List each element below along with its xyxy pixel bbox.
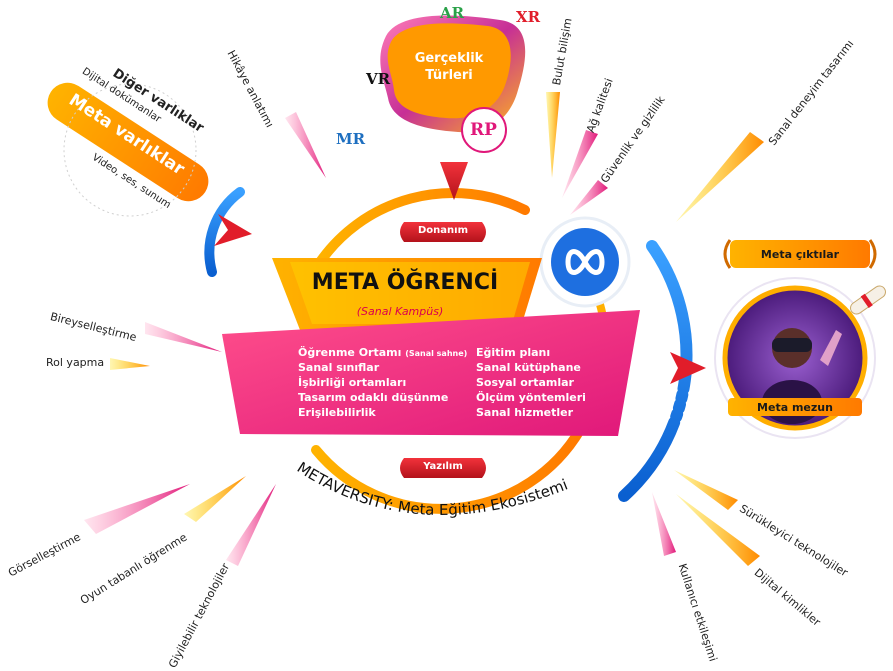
outputs-scroll-left bbox=[723, 239, 732, 269]
spoke-hikaye bbox=[285, 112, 326, 178]
reality-title-line2: Türleri bbox=[425, 68, 473, 83]
feature-item: Sanal hizmetler bbox=[476, 406, 574, 419]
tag-donanim-label: Donanım bbox=[417, 225, 468, 236]
assets-pill bbox=[47, 82, 209, 202]
reality-rp: RP bbox=[470, 120, 497, 140]
reality-title-line1: Gerçeklik bbox=[414, 51, 484, 66]
arrow-icon bbox=[440, 162, 468, 200]
spoke-giyilebilir bbox=[226, 484, 276, 566]
orange-ring-top bbox=[313, 188, 530, 270]
spokes bbox=[84, 92, 764, 566]
vr-headset bbox=[772, 338, 812, 352]
tag-yazilim bbox=[400, 458, 486, 478]
meta-infinity-icon bbox=[565, 249, 605, 275]
reality-mr: MR bbox=[336, 130, 366, 148]
center-title: META ÖĞRENCİ bbox=[311, 270, 499, 295]
spoke-bireysel bbox=[145, 322, 222, 352]
graduate-ribbon bbox=[728, 398, 862, 416]
tag-donanim bbox=[400, 222, 486, 242]
reality-blob bbox=[387, 23, 511, 119]
assets-halo bbox=[63, 83, 197, 217]
center-subtitle: (Sanal Kampüs) bbox=[356, 305, 444, 318]
spoke-guvenlik bbox=[570, 180, 608, 215]
feature-panel bbox=[222, 310, 640, 436]
diploma-icon bbox=[850, 285, 886, 315]
reality-xr: XR bbox=[516, 8, 541, 26]
feature-item: İşbirliği ortamları bbox=[298, 376, 407, 389]
reality-title: Gerçeklik Türleri bbox=[404, 50, 494, 84]
feature-item: Erişilebilirlik bbox=[298, 406, 376, 419]
feature-note: (Sanal sahne) bbox=[405, 349, 468, 358]
rp-badge bbox=[461, 107, 507, 153]
spoke-oyun bbox=[184, 476, 246, 522]
orange-ring-bottom bbox=[311, 425, 585, 514]
spoke-ag bbox=[562, 130, 598, 198]
graduate-label: Meta mezun bbox=[757, 401, 833, 414]
spoke-sanal-deneyim bbox=[676, 132, 764, 222]
arrow-icon bbox=[670, 352, 706, 384]
outputs-banner bbox=[730, 240, 870, 268]
features-right: Eğitim planı Sanal kütüphane Sosyal orta… bbox=[476, 346, 586, 419]
tag-yazilim-label: Yazılım bbox=[423, 461, 463, 472]
spoke-bulut bbox=[546, 92, 560, 178]
spoke-gorsel bbox=[84, 484, 190, 534]
feature-item: Öğrenme Ortamı (Sanal sahne) bbox=[298, 346, 468, 359]
person-hand bbox=[820, 330, 842, 366]
feature-item: Sosyal ortamlar bbox=[476, 376, 574, 389]
spoke-kullanici bbox=[652, 492, 676, 556]
feature-item: Sanal kütüphane bbox=[476, 361, 581, 374]
spoke-surukleyici bbox=[674, 470, 738, 510]
features-left: Öğrenme Ortamı (Sanal sahne) Sanal sınıf… bbox=[298, 346, 467, 419]
reality-ar: AR bbox=[440, 4, 465, 22]
feature-item: Ölçüm yöntemleri bbox=[476, 391, 586, 404]
arrow-icon bbox=[214, 214, 252, 246]
spoke-dijital-kimlik bbox=[676, 494, 760, 566]
title-banner-highlight bbox=[290, 262, 530, 324]
outputs-label: Meta çıktılar bbox=[760, 248, 840, 261]
feature-item: Sanal sınıflar bbox=[298, 361, 380, 374]
spoke-rol bbox=[110, 358, 150, 370]
spoke-label: Rol yapma bbox=[46, 356, 105, 369]
assets-pill-group bbox=[47, 82, 209, 202]
reality-vr: VR bbox=[366, 70, 391, 88]
blue-arc-left bbox=[204, 187, 245, 277]
outputs-scroll-right bbox=[868, 239, 877, 269]
feature-item: Eğitim planı bbox=[476, 346, 551, 359]
feature-item: Tasarım odaklı düşünme bbox=[298, 391, 449, 404]
